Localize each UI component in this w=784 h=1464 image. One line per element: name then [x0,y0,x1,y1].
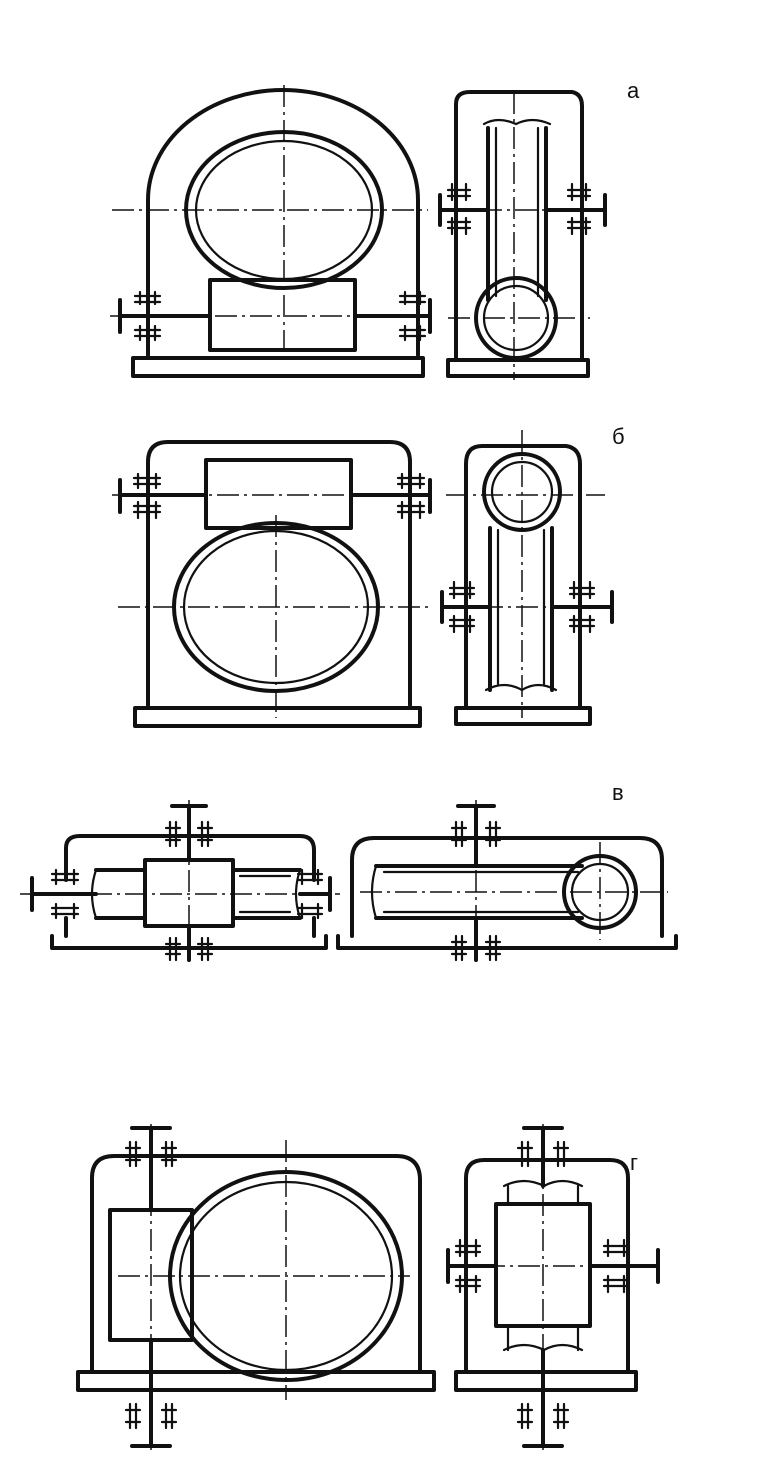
variant-label-g: г [630,1150,639,1175]
variant-b-front-view [112,440,432,728]
variant-g-side-view [446,1124,660,1450]
variant-a-front-view [110,85,432,378]
variant-v-front-view [20,800,340,962]
variant-b-side-view [440,430,614,726]
variant-g-front-view [76,1124,436,1450]
variant-label-b: б [612,424,625,449]
variant-label-v: в [612,780,624,805]
variant-a-side-view [438,90,607,380]
variant-v-side-view [336,800,678,962]
variant-label-a: а [627,78,640,103]
